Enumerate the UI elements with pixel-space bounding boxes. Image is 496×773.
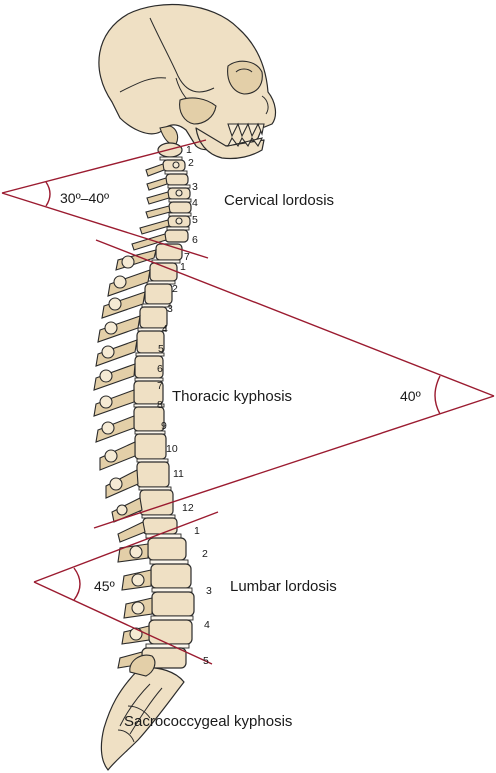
cervical-numbers: 1 2 3 4 5 6 7 <box>184 144 198 263</box>
vertebra-number: 6 <box>157 363 163 375</box>
lumbar-upper-line <box>33 511 219 583</box>
lumbar-angle-arc <box>73 567 81 601</box>
vertebra-number: 2 <box>188 157 194 169</box>
vertebra-number: 1 <box>180 261 186 273</box>
lumbar-vertebrae <box>117 533 195 669</box>
cervical-angle-label: 30º–40º <box>60 190 109 206</box>
cervical-lower-line <box>1 192 209 259</box>
vertebra-number: 7 <box>184 251 190 263</box>
thoracic-lower-line <box>93 395 495 529</box>
cervical-lordosis-label: Cervical lordosis <box>224 192 334 209</box>
sacrococcygeal-kyphosis-label: Sacrococcygeal kyphosis <box>124 713 292 730</box>
vertebra-number: 10 <box>166 443 178 455</box>
vertebra-number: 6 <box>192 234 198 246</box>
cervical-upper-line <box>1 139 207 194</box>
lumbar-lordosis-label: Lumbar lordosis <box>230 578 337 595</box>
thoracic-numbers: 1 2 3 4 5 6 7 8 9 10 11 12 <box>157 261 194 514</box>
vertebra-number: 1 <box>194 525 200 537</box>
vertebra-number: 4 <box>162 323 168 335</box>
vertebra-number: 8 <box>157 399 163 411</box>
vertebra-number: 2 <box>202 548 208 560</box>
skull <box>98 3 277 160</box>
thoracic-angle-lines <box>93 239 495 529</box>
vertebra-number: 3 <box>192 181 198 193</box>
thoracic-angle-label: 40º <box>400 388 421 404</box>
vertebra-number: 3 <box>167 303 173 315</box>
vertebra-number: 3 <box>206 585 212 597</box>
thoracic-kyphosis-label: Thoracic kyphosis <box>172 388 292 405</box>
vertebra-number: 11 <box>173 468 184 480</box>
vertebra-number: 4 <box>192 197 198 209</box>
cervical-angle-arc <box>45 181 51 207</box>
thoracic-angle-arc <box>434 375 441 415</box>
lumbar-lower-line <box>33 581 213 665</box>
vertebra-number: 5 <box>192 214 198 226</box>
cervical-vertebrae <box>131 142 192 251</box>
vertebra-number: 1 <box>186 144 192 156</box>
cervical-angle-lines <box>1 139 209 259</box>
sacrum-coccyx <box>100 654 185 771</box>
vertebra-number: 12 <box>182 502 194 514</box>
thoracic-upper-line <box>95 239 495 397</box>
lumbar-angle-lines <box>33 511 219 665</box>
vertebra-number: 5 <box>158 343 164 355</box>
vertebra-number: 9 <box>161 420 167 432</box>
vertebra-number: 4 <box>204 619 210 631</box>
lumbar-numbers: 1 2 3 4 5 <box>194 525 212 667</box>
vertebra-number: 7 <box>157 380 163 392</box>
vertebral-column <box>93 142 195 771</box>
vertebra-number: 5 <box>203 655 209 667</box>
vertebra-number: 2 <box>172 283 178 295</box>
lumbar-angle-label: 45º <box>94 578 115 594</box>
thoracic-vertebrae <box>93 243 183 543</box>
